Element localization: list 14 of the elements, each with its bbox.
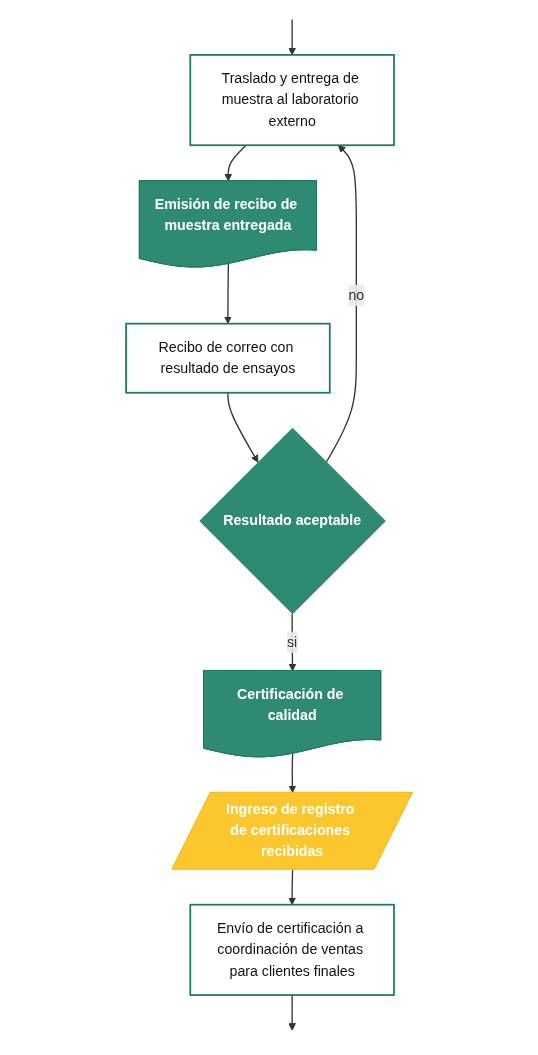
edge-label: no	[348, 287, 364, 303]
arrow	[287, 18, 296, 56]
arrow	[288, 753, 296, 794]
arrow	[287, 869, 296, 906]
edge-label: si	[286, 634, 297, 650]
arrow	[226, 392, 259, 463]
node-box: Traslado y entrega de muestra al laboratorio externo	[189, 54, 395, 147]
arrow	[325, 144, 357, 463]
node-box: Envío de certificación a coordinación de ventas para clientes finales	[189, 903, 395, 996]
node-box: Recibo de correo con resultado de ensayos	[124, 322, 331, 394]
arrow	[223, 144, 247, 182]
node-diamond: Resultado aceptable	[199, 427, 386, 615]
arrow	[223, 263, 232, 325]
arrow	[287, 994, 296, 1031]
